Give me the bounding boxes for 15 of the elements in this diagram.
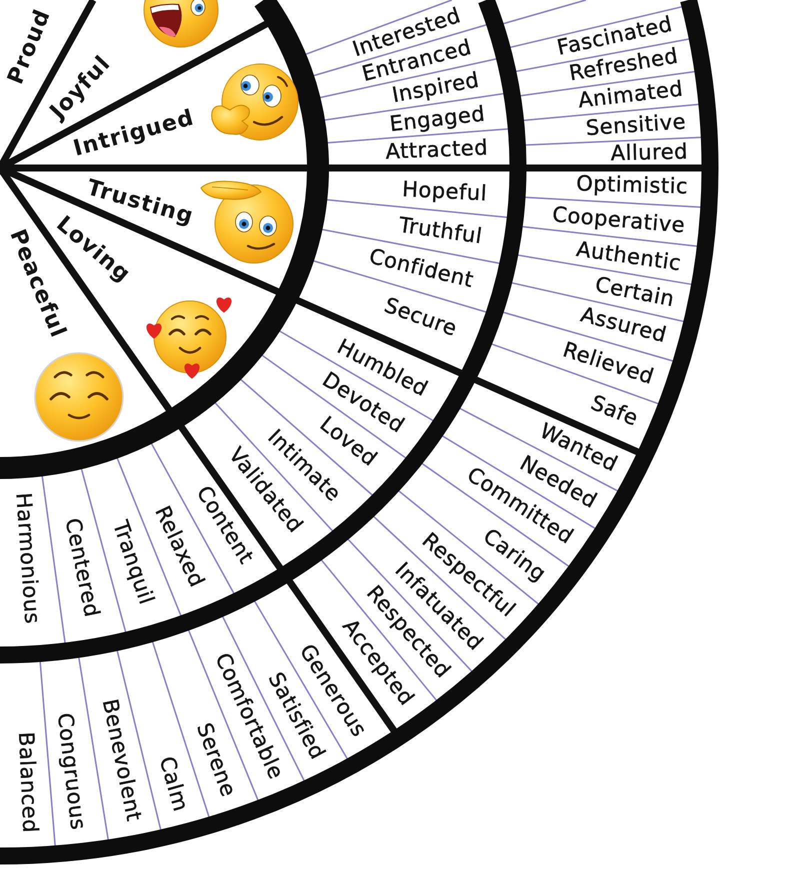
emotion-label: Harmonious xyxy=(11,492,44,625)
emotion-label: Authentic xyxy=(574,238,682,276)
emotion-label: Optimistic xyxy=(576,172,688,199)
emotion-label: Cooperative xyxy=(552,202,686,238)
emotion-label: Animated xyxy=(577,77,684,113)
emotion-label: Hopeful xyxy=(402,178,488,206)
emotion-label: Truthful xyxy=(398,213,484,248)
emotion-label: Sensitive xyxy=(586,110,688,141)
emotion-label: Centered xyxy=(60,516,104,620)
emotion-label: Attracted xyxy=(384,136,488,164)
emotion-label: Calm xyxy=(154,754,192,814)
emotion-label: Balanced xyxy=(14,732,42,834)
emotion-label: Congruous xyxy=(52,712,90,832)
emotion-label: Engaged xyxy=(388,102,486,136)
emotion-label: Allured xyxy=(610,140,688,166)
